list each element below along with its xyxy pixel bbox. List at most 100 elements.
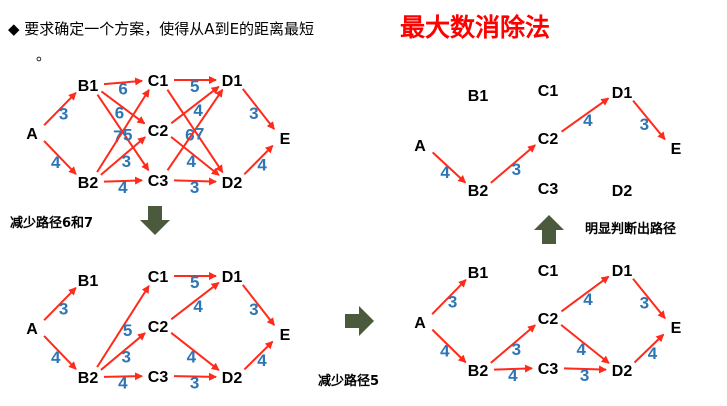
edge-B2-C3 — [493, 364, 534, 373]
edge-weight: 5 — [123, 321, 132, 340]
step2-label: 减少路径5 — [318, 374, 380, 389]
edge-weight: 4 — [583, 290, 593, 309]
edge-weight: 3 — [640, 115, 649, 134]
edge-C3-D2 — [173, 372, 218, 381]
question-text: ◆ 要求确定一个方案，使得从A到E的距离最短 — [8, 20, 315, 38]
edge-B1-C1 — [103, 77, 144, 86]
edge-B2-C1 — [96, 285, 150, 368]
node-B2: B2 — [78, 370, 99, 387]
edge-C2-D2 — [560, 324, 610, 364]
edge-weight: 7 — [195, 125, 204, 144]
edge-D1-E — [242, 88, 275, 130]
node-E: E — [280, 131, 291, 148]
edge-weight: 5 — [123, 125, 132, 144]
node-C1: C1 — [148, 269, 169, 286]
edge-weight: 7 — [113, 127, 122, 146]
node-A: A — [414, 315, 426, 332]
node-D1: D1 — [222, 269, 243, 286]
edge-B2-C2 — [490, 324, 536, 364]
edge-D2-E — [243, 340, 274, 371]
edge-weight: 4 — [187, 152, 197, 171]
node-D2: D2 — [222, 370, 243, 387]
edge-weight: 4 — [648, 344, 658, 363]
up-arrow-icon — [534, 215, 564, 244]
edge-weight: 3 — [59, 105, 68, 124]
edge-D1-E — [242, 284, 275, 326]
edge-weight: 4 — [257, 351, 267, 370]
edge-D1-E — [632, 100, 666, 141]
edge-C2-D1 — [170, 281, 220, 321]
edge-C2-D1 — [560, 275, 610, 313]
edge-C3-D1 — [166, 88, 224, 171]
node-C1: C1 — [538, 83, 559, 100]
node-E: E — [671, 320, 682, 337]
node-A: A — [414, 138, 426, 155]
node-C2: C2 — [148, 123, 169, 140]
edge-A-B1 — [43, 92, 77, 126]
edge-B2-C2 — [100, 136, 146, 176]
node-C3: C3 — [148, 369, 169, 386]
node-B1: B1 — [468, 265, 489, 282]
edge-weight: 3 — [640, 294, 649, 313]
edge-weight: 4 — [257, 156, 267, 175]
node-C1: C1 — [538, 263, 559, 280]
edge-weight: 4 — [51, 153, 61, 172]
edge-weight: 6 — [118, 79, 127, 98]
node-C1: C1 — [148, 73, 169, 90]
edge-B2-C2 — [100, 332, 146, 371]
question-tail: 。 — [36, 46, 52, 64]
edge-A-B2 — [431, 151, 467, 184]
node-B2: B2 — [468, 363, 489, 380]
node-D2: D2 — [612, 363, 633, 380]
node-D2: D2 — [612, 183, 633, 200]
edge-weight: 3 — [580, 366, 589, 385]
edge-A-B2 — [43, 140, 77, 175]
edge-weight: 4 — [440, 342, 450, 361]
edge-C3-D2 — [563, 365, 608, 374]
node-B1: B1 — [468, 88, 489, 105]
edge-weight: 3 — [190, 178, 199, 197]
edge-weight: 4 — [187, 347, 197, 366]
edge-weight: 6 — [115, 104, 124, 123]
edge-weight: 4 — [193, 297, 203, 316]
edge-B2-C3 — [103, 372, 144, 381]
edge-B2-C2 — [490, 144, 536, 184]
node-C3: C3 — [538, 361, 559, 378]
edge-weight: 4 — [583, 111, 593, 130]
edge-weight: 4 — [193, 101, 203, 120]
node-D2: D2 — [222, 175, 243, 192]
edge-weight: 4 — [51, 348, 61, 367]
edge-weight: 3 — [59, 300, 68, 319]
node-C2: C2 — [148, 319, 169, 336]
edge-A-B1 — [43, 287, 77, 321]
node-B1: B1 — [78, 78, 99, 95]
edge-weight: 4 — [118, 178, 128, 197]
edge-B2-C3 — [103, 176, 144, 185]
edge-weight: 4 — [118, 373, 128, 392]
edge-weight: 3 — [190, 373, 199, 392]
edge-weight: 4 — [440, 163, 450, 182]
edge-A-B2 — [43, 335, 77, 370]
edge-C2-D1 — [561, 97, 610, 133]
edge-D2-E — [633, 333, 665, 364]
edge-weight: 3 — [448, 293, 457, 312]
edge-weight: 3 — [122, 347, 131, 366]
slide-title: 最大数消除法 — [400, 13, 551, 42]
edge-weight: 4 — [508, 366, 518, 385]
edge-weight: 3 — [249, 300, 258, 319]
edge-weight: 5 — [190, 273, 199, 292]
edge-A-B2 — [431, 328, 467, 364]
node-B2: B2 — [468, 183, 489, 200]
step3-label: 明显判断出路径 — [585, 222, 677, 237]
edge-weight: 3 — [512, 340, 521, 359]
edge-C2-D2 — [170, 136, 220, 176]
node-B2: B2 — [78, 175, 99, 192]
edge-A-B1 — [431, 279, 467, 315]
edge-C2-D1 — [170, 85, 220, 125]
edge-weight: 5 — [190, 77, 199, 96]
